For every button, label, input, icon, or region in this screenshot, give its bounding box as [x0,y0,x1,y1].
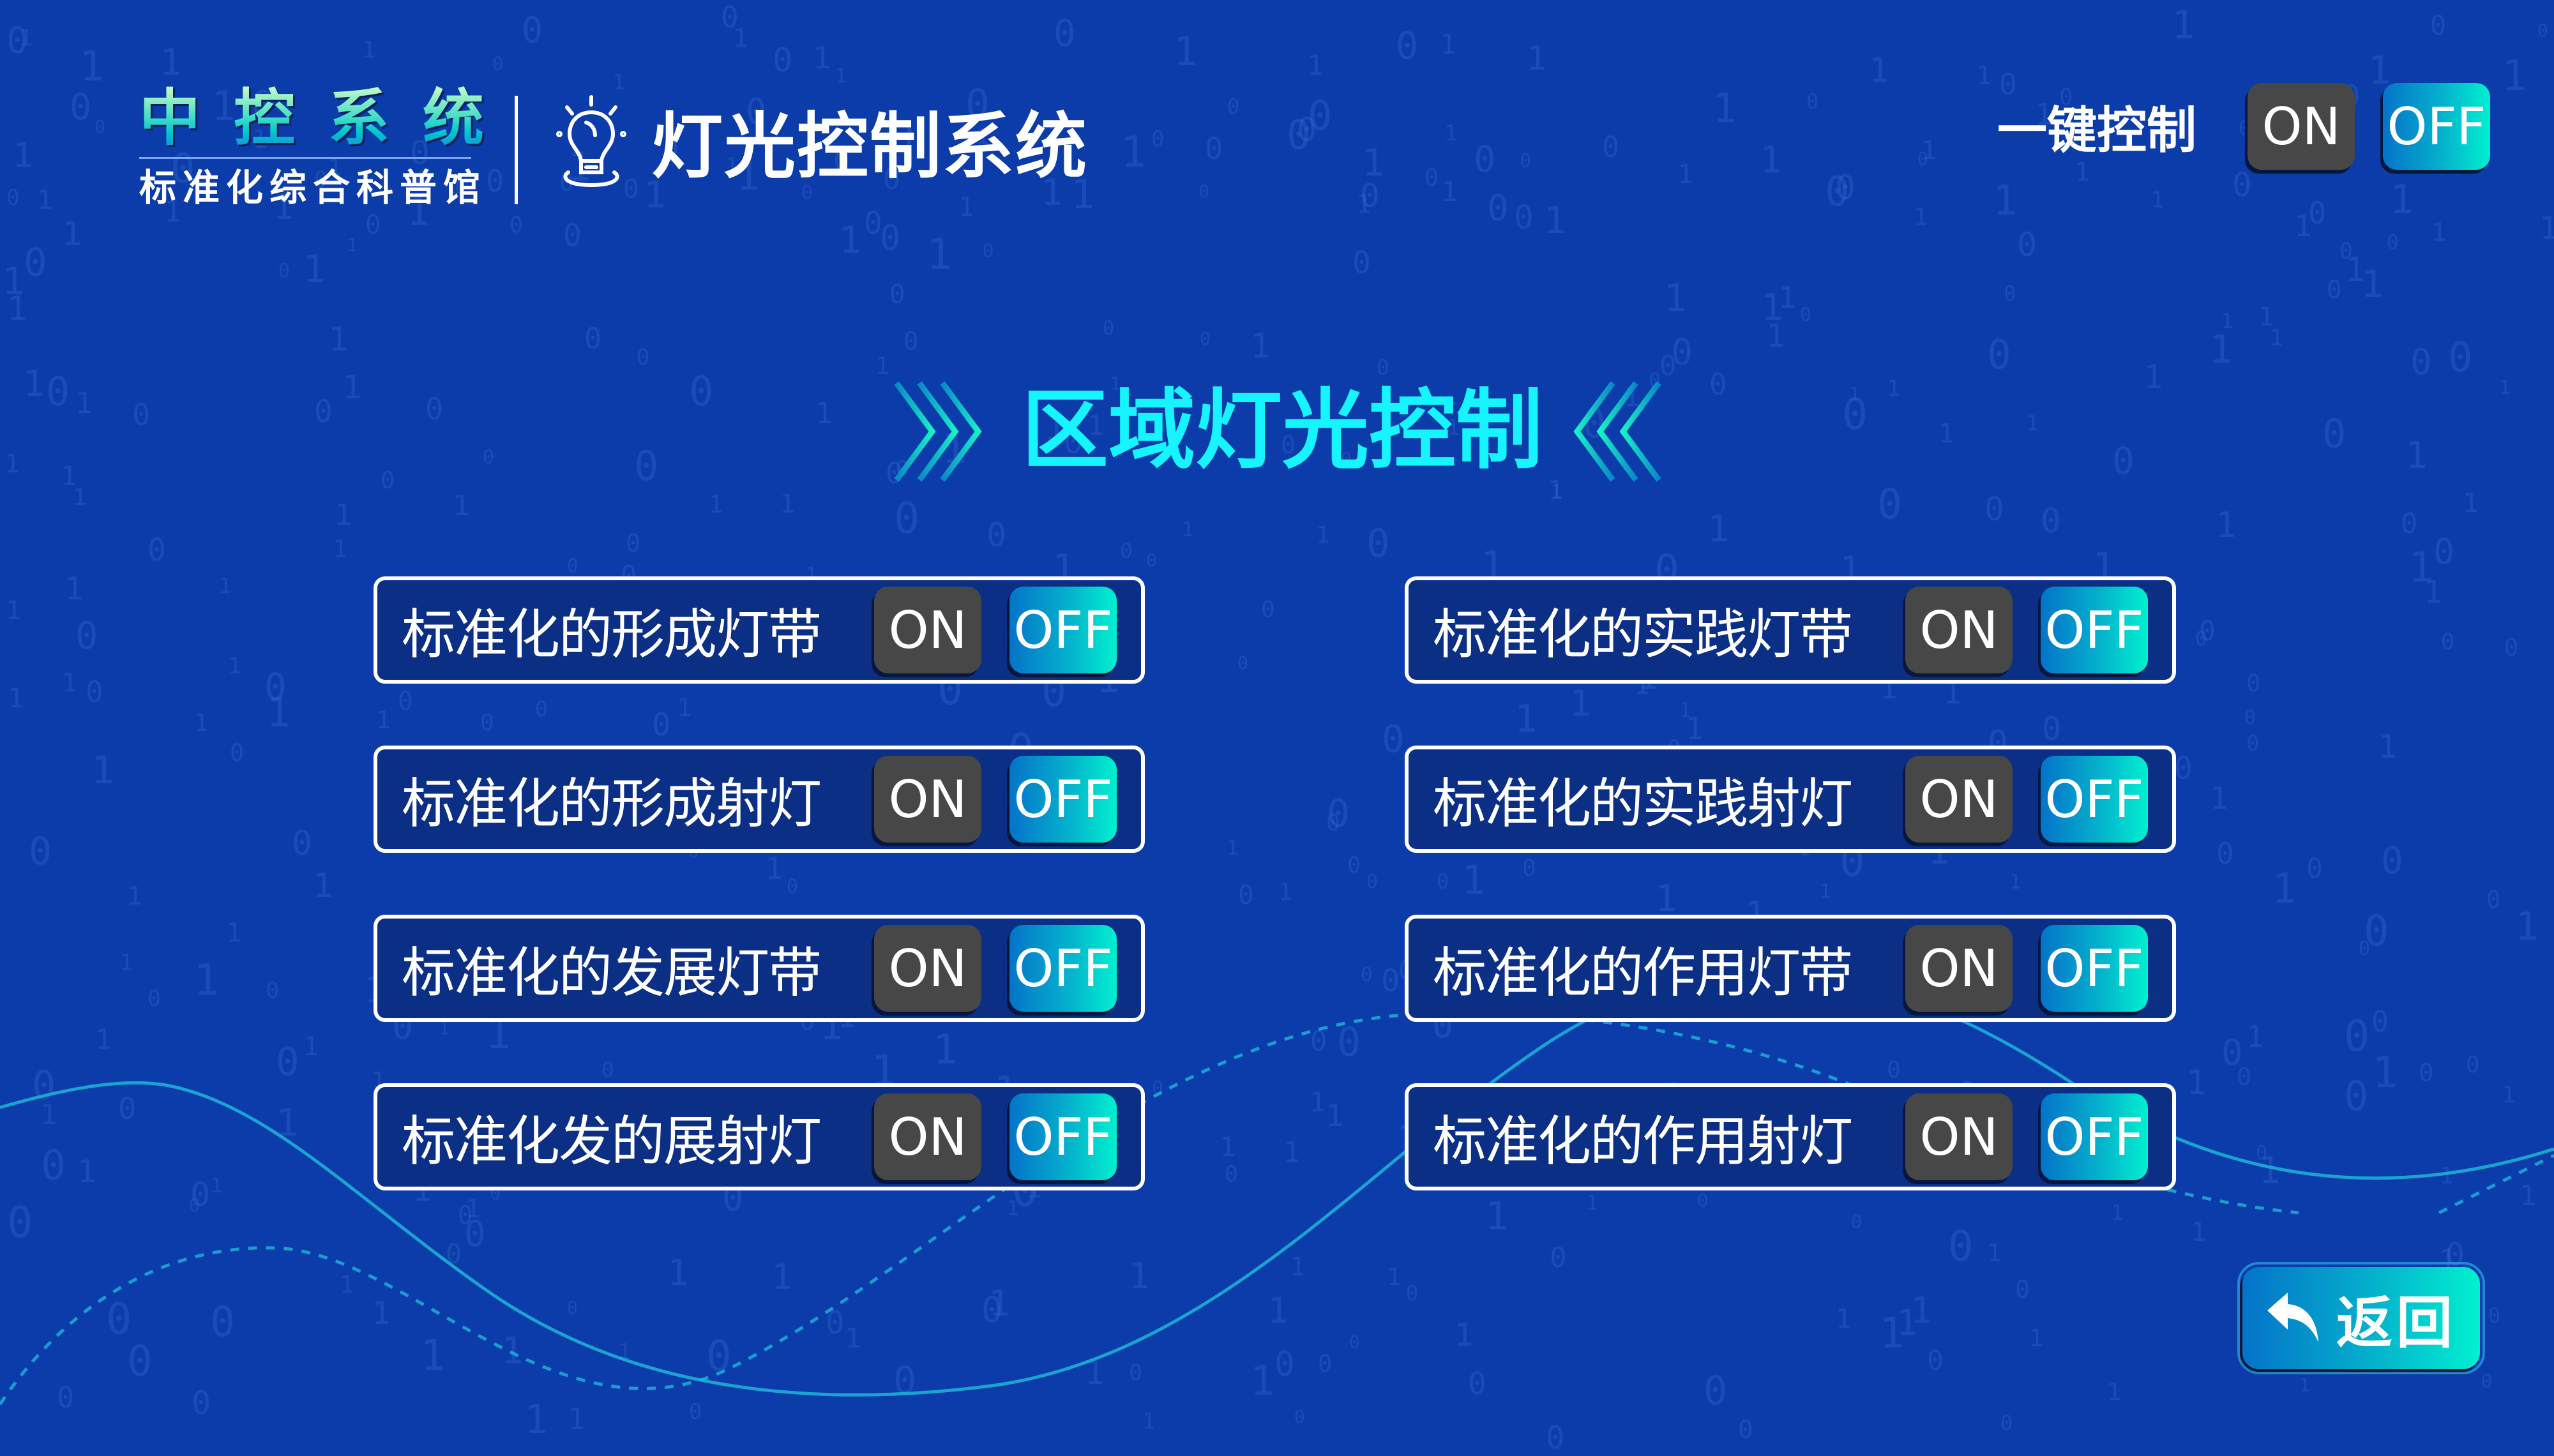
master-off-button[interactable]: OFF [2383,83,2491,170]
zone-card: 标准化的作用灯带 ON OFF [1405,915,2176,1022]
back-button[interactable]: 返回 [2237,1262,2485,1374]
zone-on-button[interactable]: ON [1905,587,2013,673]
zone-off-button[interactable]: OFF [1009,587,1117,673]
zone-on-button[interactable]: ON [874,587,981,673]
zone-label: 标准化的实践射灯 [1433,772,1853,835]
zone-card: 标准化的形成射灯 ON OFF [374,746,1145,853]
zone-off-button[interactable]: OFF [2041,1093,2148,1180]
logo-divider [139,157,471,159]
zone-card: 标准化的形成灯带 ON OFF [374,576,1145,684]
master-on-button[interactable]: ON [2248,83,2355,170]
zone-card: 标准化的作用射灯 ON OFF [1405,1083,2176,1190]
master-control: 一键控制 ON OFF [1997,82,2491,171]
zone-on-button[interactable]: ON [1905,925,2013,1012]
zone-off-button[interactable]: OFF [1009,925,1117,1012]
zone-label: 标准化的发展灯带 [402,941,822,1004]
zone-label: 标准化的实践灯带 [1433,603,1853,666]
back-button-label: 返回 [2336,1289,2456,1356]
logo-subtitle: 标准化综合科普馆 [139,166,487,209]
zone-label: 标准化的作用射灯 [1433,1109,1853,1173]
zone-card: 标准化发的展射灯 ON OFF [374,1083,1145,1190]
system-title: 灯光控制系统 [651,105,1088,188]
zone-label: 标准化的形成灯带 [402,603,822,666]
logo-title: 中控系统 [139,82,517,154]
zone-off-button[interactable]: OFF [1009,756,1117,843]
zone-card: 标准化的实践灯带 ON OFF [1405,576,2176,684]
zone-label: 标准化的形成射灯 [402,772,822,835]
zone-on-button[interactable]: ON [1905,756,2013,843]
zone-off-button[interactable]: OFF [2041,756,2148,843]
master-control-label: 一键控制 [1997,102,2197,160]
zone-off-button[interactable]: OFF [2041,925,2148,1012]
zone-label: 标准化的作用灯带 [1433,941,1853,1004]
zone-on-button[interactable]: ON [874,925,981,1012]
zone-card: 标准化的实践射灯 ON OFF [1405,746,2176,853]
zone-card: 标准化的发展灯带 ON OFF [374,915,1145,1022]
zone-label: 标准化发的展射灯 [402,1109,822,1173]
zone-off-button[interactable]: OFF [2041,587,2148,673]
chevrons-right-icon [894,381,982,482]
header-divider [515,96,518,204]
section-header: 区域灯光控制 [0,364,2554,492]
zone-off-button[interactable]: OFF [1009,1093,1117,1180]
reply-arrow-icon [2267,1293,2318,1342]
section-title: 区域灯光控制 [1022,380,1543,481]
chevrons-left-icon [1573,381,1661,482]
zone-on-button[interactable]: ON [874,1093,981,1180]
zone-on-button[interactable]: ON [1905,1093,2013,1180]
light-bulb-icon [556,95,626,188]
zone-on-button[interactable]: ON [874,756,981,843]
logo: 中控系统 标准化综合科普馆 [139,83,484,210]
